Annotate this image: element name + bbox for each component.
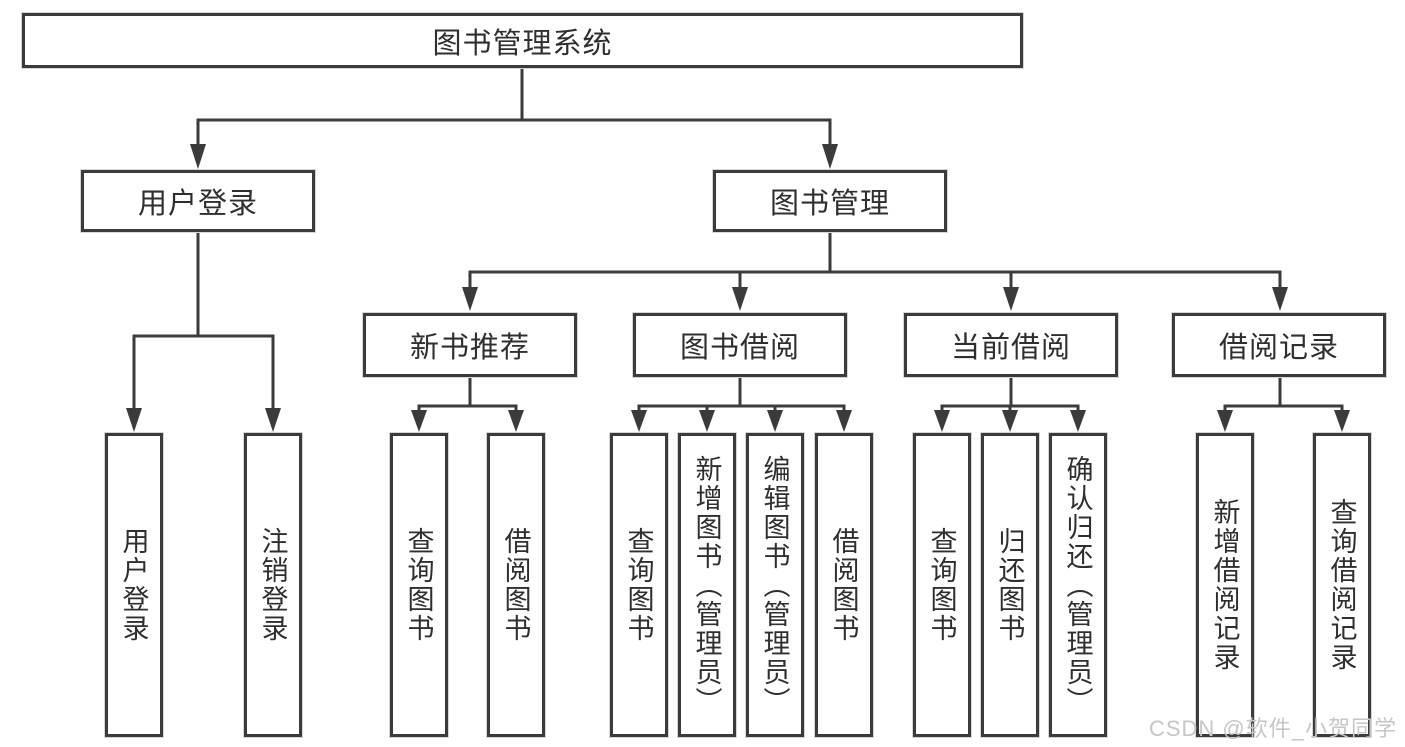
leaf-query-books-current: 查询图书 [913, 433, 971, 737]
leaf-query-borrow-record: 查询借阅记录 [1313, 433, 1371, 737]
node-borrow-records: 借阅记录 [1172, 313, 1386, 377]
watermark: CSDN @软件_小贺同学 [1148, 716, 1397, 741]
leaf-add-books-admin: 新增图书（管理员） [678, 433, 736, 737]
node-new-book-recommend: 新书推荐 [363, 313, 577, 377]
node-library-system: 图书管理系统 [22, 13, 1023, 68]
leaf-borrow-books: 借阅图书 [815, 433, 873, 737]
leaf-user-login: 用户登录 [105, 433, 163, 737]
leaf-query-books-borrow: 查询图书 [610, 433, 668, 737]
node-book-borrow: 图书借阅 [633, 313, 847, 377]
node-book-management: 图书管理 [713, 170, 947, 232]
leaf-return-books: 归还图书 [981, 433, 1039, 737]
leaf-add-borrow-record: 新增借阅记录 [1196, 433, 1254, 737]
node-user-login: 用户登录 [81, 170, 315, 232]
leaf-logout: 注销登录 [244, 433, 302, 737]
node-current-borrow: 当前借阅 [904, 313, 1118, 377]
leaf-confirm-return-admin: 确认归还（管理员） [1049, 433, 1107, 737]
leaf-query-books-recommend: 查询图书 [390, 433, 448, 737]
leaf-borrow-books-recommend: 借阅图书 [487, 433, 545, 737]
leaf-edit-books-admin: 编辑图书（管理员） [746, 433, 804, 737]
